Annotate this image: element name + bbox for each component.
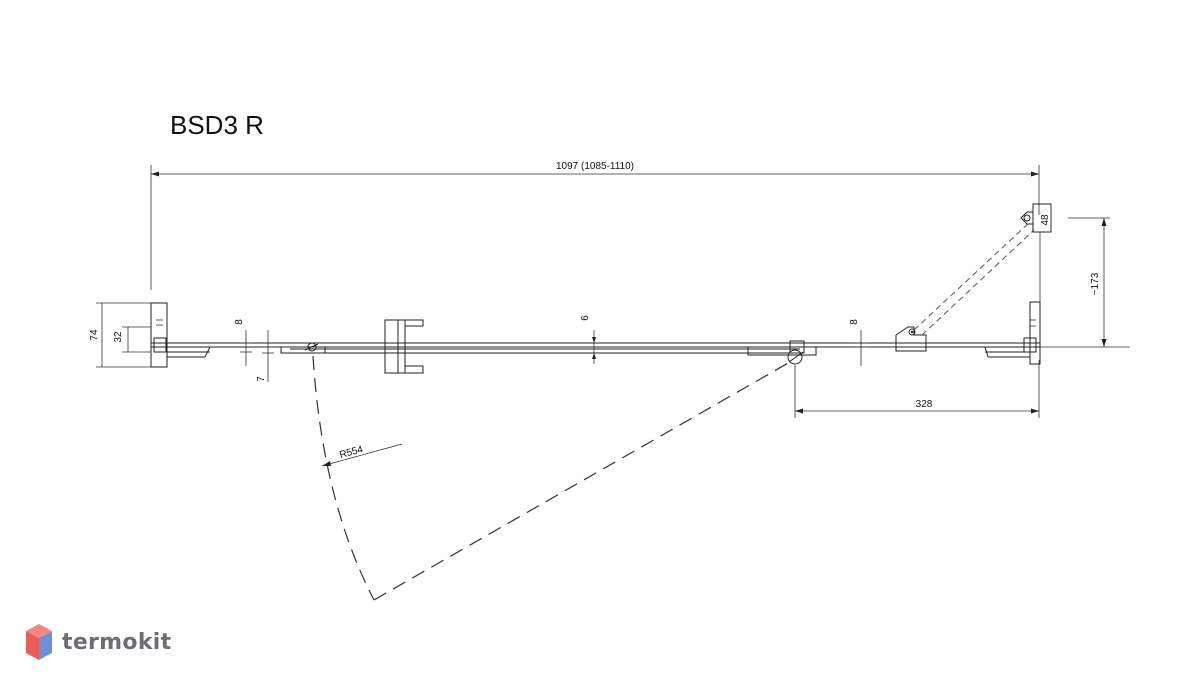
hinge-height-label: ~173 (1090, 272, 1101, 295)
hinge-height-dimension: ~173 (1068, 217, 1110, 347)
left-inner-label: 32 (113, 331, 124, 343)
swing-radius-leader: R554 (321, 443, 403, 467)
cube-icon (26, 624, 52, 660)
gap-bottom-left-label: 7 (256, 376, 267, 382)
left-gap-dimensions: 8 7 (234, 319, 274, 382)
gap-top-left-label: 8 (234, 319, 245, 325)
right-roller (747, 340, 817, 365)
central-handle (384, 319, 424, 374)
hinge-depth-label: 48 (1040, 214, 1051, 226)
glass-thickness-dimension: 6 (580, 315, 596, 364)
glass-panels (151, 342, 1130, 354)
left-depth-label: 74 (89, 329, 100, 341)
left-depth-dimensions: 74 32 (89, 302, 151, 368)
right-gap-dimension: 8 (849, 319, 867, 366)
upper-hinge: 48 (1020, 203, 1052, 233)
brand-name: termokit (62, 629, 172, 655)
right-offset-dimension: 328 (794, 360, 1040, 418)
swing-radius-label: R554 (338, 444, 364, 461)
left-wall-profile (150, 302, 211, 368)
drawing-title: BSD3 R (170, 110, 264, 140)
overall-width-dimension: 1097 (1085-1110) (150, 161, 1040, 290)
overall-width-label: 1097 (1085-1110) (556, 161, 634, 172)
pivot-bracket (895, 326, 927, 352)
left-roller (280, 342, 326, 354)
swung-door-outline (913, 221, 1035, 336)
gap-right-label: 8 (849, 319, 860, 325)
brand-logo: termokit (24, 622, 171, 662)
right-wall-profile (984, 232, 1041, 365)
door-swing (312, 355, 791, 601)
glass-thickness-label: 6 (580, 315, 591, 321)
right-offset-label: 328 (916, 399, 933, 410)
